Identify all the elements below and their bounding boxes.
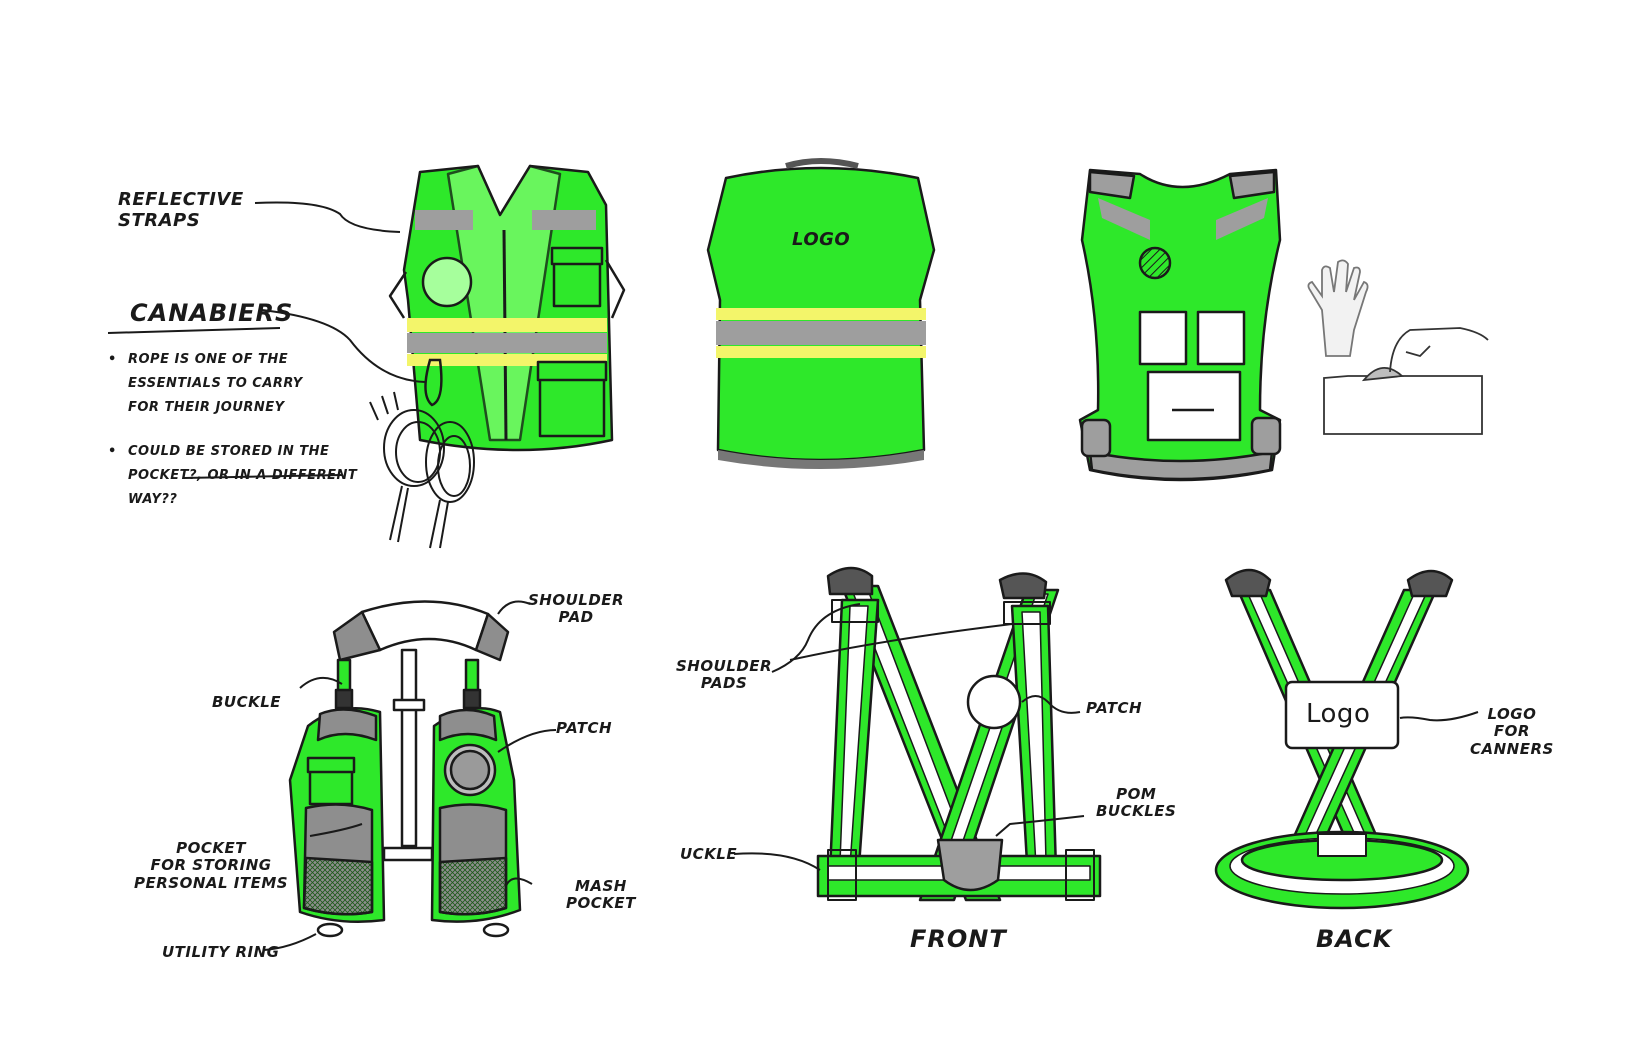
shoulder-pads-text: Shoulder pads bbox=[676, 657, 773, 693]
front-caption: FRONT bbox=[910, 925, 1007, 953]
mash-pocket-label: Mash pocket bbox=[566, 877, 636, 913]
patch-label-harness: Patch bbox=[1086, 699, 1143, 717]
running-vest bbox=[1078, 168, 1282, 482]
pom-buckles-label: POM Buckles bbox=[1096, 785, 1177, 821]
patch-label-rig: Patch bbox=[556, 719, 613, 737]
shoulder-pad-label: Shoulder pad bbox=[528, 591, 625, 627]
reflective-straps-text: Reflective Straps bbox=[118, 189, 244, 231]
rope-coil-icon bbox=[369, 391, 475, 549]
harness-back bbox=[1214, 568, 1470, 910]
plain-vest-back bbox=[706, 158, 936, 469]
note-rope: • Rope is one of the essentials to carry… bbox=[108, 348, 303, 420]
carabiner-icon bbox=[424, 358, 443, 407]
note-stored-text: Could be stored in the pocket?, or in a … bbox=[128, 444, 358, 508]
mash-pocket-text: Mash pocket bbox=[566, 877, 636, 913]
leader-lines bbox=[107, 201, 1479, 951]
pocket-storing-text: Pocket for storing personal items bbox=[134, 839, 289, 892]
reflective-straps-label: Reflective Straps bbox=[118, 189, 244, 231]
pocket-storing-label: Pocket for storing personal items bbox=[134, 839, 289, 892]
utility-vest-front bbox=[388, 164, 626, 452]
note-stored: • Could be stored in the pocket?, or in … bbox=[108, 440, 357, 512]
utility-ring-label: Utility ring bbox=[162, 943, 280, 961]
bullet-icon: • bbox=[108, 352, 117, 367]
back-caption: BACK bbox=[1316, 925, 1393, 953]
harness-front bbox=[816, 566, 1102, 902]
chest-rig-vest bbox=[288, 600, 522, 938]
tissue-box-icon bbox=[1323, 327, 1489, 435]
logo-label-vest: LOGO bbox=[792, 229, 851, 250]
pom-buckles-text: POM Buckles bbox=[1096, 785, 1177, 821]
note-rope-text: Rope is one of the essentials to carry f… bbox=[128, 352, 303, 416]
canabiers-title: CANABIERS bbox=[130, 299, 294, 327]
buckle-label-harness: uckle bbox=[680, 845, 738, 863]
glove-icon bbox=[1307, 259, 1369, 357]
bullet-icon: • bbox=[108, 444, 117, 459]
logo-patch-text: Logo bbox=[1306, 699, 1371, 729]
shoulder-pads-label: Shoulder pads bbox=[676, 657, 773, 693]
logo-for-canners-text: Logo for canners bbox=[1470, 705, 1554, 758]
logo-for-canners-label: Logo for canners bbox=[1470, 705, 1554, 758]
shoulder-pad-text: Shoulder pad bbox=[528, 591, 625, 627]
buckle-label-rig: Buckle bbox=[212, 693, 282, 711]
